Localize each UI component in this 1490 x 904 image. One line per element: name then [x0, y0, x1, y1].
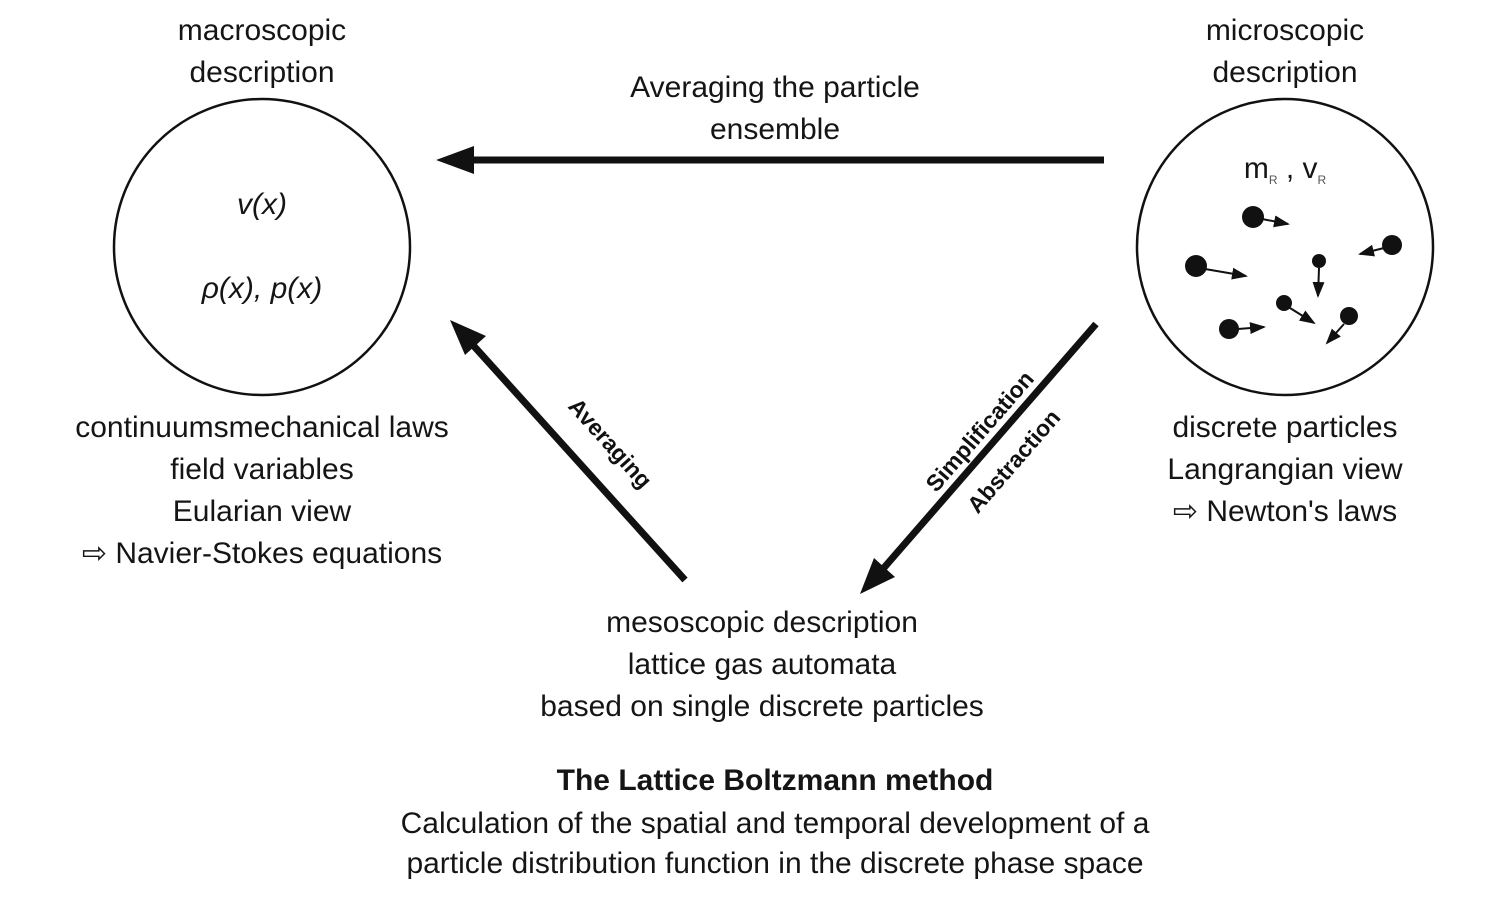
mass-symbol: m: [1243, 152, 1269, 185]
meso-desc-line: lattice gas automata: [627, 648, 897, 681]
meso-description: mesoscopic description lattice gas autom…: [462, 602, 1062, 728]
particles: [1185, 206, 1402, 345]
micro-desc-line: discrete particles: [1172, 411, 1398, 444]
footer-title: The Lattice Boltzmann method: [556, 764, 994, 797]
particle: [1312, 254, 1326, 298]
macro-desc-line: continuumsmechanical laws: [75, 411, 449, 444]
micro-heading-line2: description: [1212, 56, 1358, 89]
macro-description: continuumsmechanical laws field variable…: [12, 407, 512, 575]
macro-desc-line: ⇨ Navier-Stokes equations: [81, 537, 443, 570]
separator: ,: [1285, 152, 1295, 185]
footer-line1: Calculation of the spatial and temporal …: [400, 807, 1150, 840]
macro-desc-line: Eularian view: [172, 495, 352, 528]
macroscopic-circle: [112, 97, 412, 397]
velocity-subscript: R: [1317, 173, 1327, 187]
particle: [1219, 319, 1266, 339]
density-pressure-label: ρ(x), p(x): [201, 272, 323, 305]
top-arrow: [436, 146, 1104, 174]
macro-desc-line: field variables: [170, 453, 354, 486]
particle: [1325, 307, 1358, 345]
particle: [1358, 235, 1402, 257]
micro-heading-line1: microscopic: [1205, 14, 1365, 47]
footer-line2: particle distribution function in the di…: [406, 847, 1144, 880]
velocity-symbol: v: [1302, 152, 1318, 185]
particle: [1242, 206, 1290, 228]
top-arrow-line2: ensemble: [709, 113, 841, 146]
top-arrow-label: Averaging the particle ensemble: [575, 67, 975, 151]
micro-desc-line: Langrangian view: [1167, 453, 1403, 486]
averaging-arrow: [450, 320, 688, 583]
mass-subscript: R: [1268, 173, 1278, 187]
velocity-field-label: v(x): [237, 188, 287, 221]
simplification-arrow: [860, 321, 1099, 594]
macro-heading: macroscopic description: [112, 10, 412, 94]
macro-heading-line1: macroscopic: [177, 14, 347, 47]
particle: [1185, 255, 1248, 280]
meso-desc-line: mesoscopic description: [606, 606, 918, 639]
micro-heading: microscopic description: [1135, 10, 1435, 94]
microscopic-circle: [1135, 97, 1435, 397]
macro-heading-line2: description: [189, 56, 335, 89]
micro-description: discrete particles Langrangian view ⇨ Ne…: [1110, 407, 1460, 533]
meso-desc-line: based on single discrete particles: [540, 690, 984, 723]
mass-velocity-label: mR , vR: [1185, 148, 1385, 201]
top-arrow-line1: Averaging the particle: [630, 71, 920, 104]
particle: [1276, 295, 1316, 325]
micro-desc-line: ⇨ Newton's laws: [1172, 495, 1398, 528]
